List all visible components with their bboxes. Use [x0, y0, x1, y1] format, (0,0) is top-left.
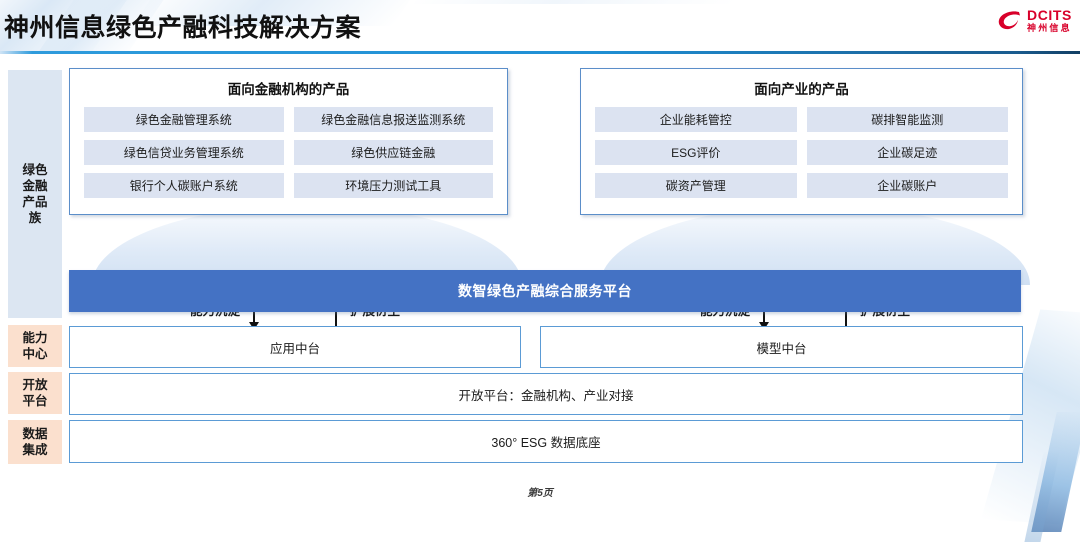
dcits-logo: DCITS 神州信息 [997, 8, 1072, 33]
row-open-platform[interactable]: 开放平台：金融机构、产业对接 [69, 373, 1023, 415]
product-cell[interactable]: 企业碳足迹 [806, 140, 1008, 165]
product-cell[interactable]: 环境压力测试工具 [293, 173, 493, 198]
sidebar-item-label: 数据集成 [22, 427, 48, 457]
panel-title: 面向金融机构的产品 [227, 82, 350, 97]
sidebar-item-data-integration[interactable]: 数据集成 [8, 420, 62, 464]
product-grid: 绿色金融管理系统 绿色金融信息报送监测系统 绿色信贷业务管理系统 绿色供应链金融… [70, 98, 507, 198]
platform-bar-label: 数智绿色产融综合服务平台 [458, 283, 632, 299]
product-cell[interactable]: 绿色金融信息报送监测系统 [293, 107, 493, 132]
sidebar-item-label: 开放平台 [22, 378, 48, 408]
header-streak-decoration [413, 0, 747, 4]
product-cell[interactable]: 绿色信贷业务管理系统 [84, 140, 284, 165]
swoosh-icon [998, 11, 1020, 30]
sidebar-item-label: 绿色金融产品族 [22, 163, 48, 225]
platform-bar[interactable]: 数智绿色产融综合服务平台 [69, 270, 1021, 312]
page-title: 神州信息绿色产融科技解决方案 [4, 14, 362, 42]
product-cell[interactable]: 企业能耗管控 [595, 107, 797, 132]
corner-ribbon-decoration [1031, 412, 1080, 532]
product-cell[interactable]: 碳资产管理 [595, 173, 797, 198]
sidebar-item-capability-center[interactable]: 能力中心 [8, 325, 62, 367]
sidebar-item-label: 能力中心 [22, 331, 48, 361]
row-esg-data-base[interactable]: 360° ESG 数据底座 [69, 420, 1023, 463]
logo-text-cn: 神州信息 [1027, 23, 1072, 33]
product-grid: 企业能耗管控 碳排智能监测 ESG评价 企业碳足迹 碳资产管理 企业碳账户 [581, 98, 1022, 198]
product-cell[interactable]: 绿色金融管理系统 [84, 107, 284, 132]
product-cell[interactable]: 绿色供应链金融 [293, 140, 493, 165]
panel-products-for-industry: 面向产业的产品 企业能耗管控 碳排智能监测 ESG评价 企业碳足迹 碳资产管理 … [580, 68, 1023, 215]
panel-title: 面向产业的产品 [754, 82, 849, 97]
row-application-middle-platform[interactable]: 应用中台 [69, 326, 521, 368]
product-cell[interactable]: 碳排智能监测 [806, 107, 1008, 132]
row-model-middle-platform[interactable]: 模型中台 [540, 326, 1023, 368]
sidebar-item-open-platform[interactable]: 开放平台 [8, 372, 62, 414]
product-cell[interactable]: 银行个人碳账户系统 [84, 173, 284, 198]
page-number: 第5页 [527, 488, 553, 499]
logo-text-en: DCITS [1027, 7, 1072, 23]
diagram-stage: 绿色金融产品族 能力中心 开放平台 数据集成 面向金融机构的产品 绿色金融管理系… [0, 60, 1080, 542]
page-header: 神州信息绿色产融科技解决方案 DCITS 神州信息 [0, 0, 1080, 54]
sidebar-item-green-finance-product-family[interactable]: 绿色金融产品族 [8, 70, 62, 318]
header-divider [0, 51, 1080, 54]
product-cell[interactable]: ESG评价 [595, 140, 797, 165]
panel-products-for-financial-institutions: 面向金融机构的产品 绿色金融管理系统 绿色金融信息报送监测系统 绿色信贷业务管理… [69, 68, 508, 215]
product-cell[interactable]: 企业碳账户 [806, 173, 1008, 198]
